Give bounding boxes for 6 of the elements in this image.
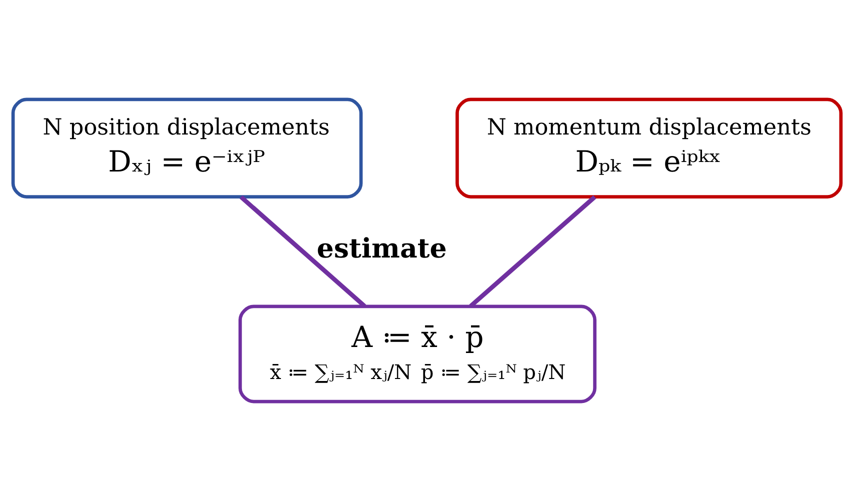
node-box: N position displacements Dₓⱼ = e⁻ⁱˣʲᴾ [11,97,363,198]
node-box: N momentum displacements Dₚₖ = eⁱᵖᵏˣ [456,97,843,198]
connector [469,194,596,308]
node-box: A ≔ x̄ · p̄ x̄ ≔ ∑ⱼ₌₁ᴺ xⱼ/N p̄ ≔ ∑ⱼ₌₁ᴺ pⱼ/N [238,304,596,403]
edge-label: estimate [316,232,447,264]
connector [240,194,366,308]
